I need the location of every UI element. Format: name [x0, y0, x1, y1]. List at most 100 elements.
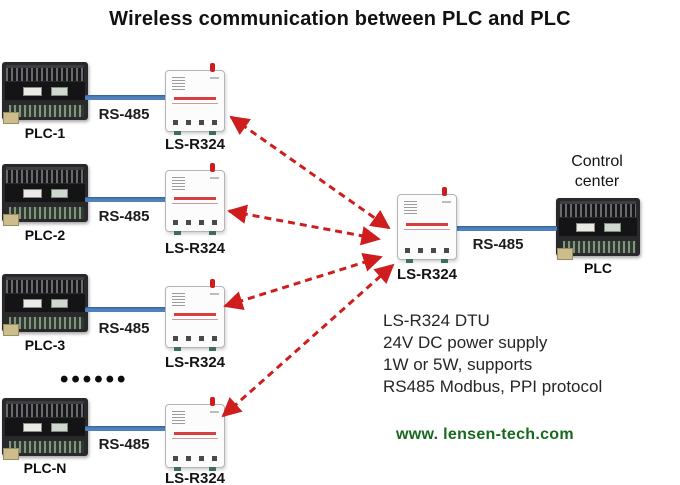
plc-terminal-row — [9, 105, 84, 117]
plc-terminal-row — [6, 167, 84, 183]
rs485-label-center: RS-485 — [472, 236, 524, 253]
info-line-power: 24V DC power supply — [383, 333, 548, 352]
plc-port-panel — [5, 184, 85, 202]
ant-marking — [210, 293, 219, 295]
terminal-ports — [173, 220, 217, 225]
antenna-icon — [210, 163, 215, 172]
plc-device-graphic — [2, 274, 88, 336]
node-row-2: PLC-2 RS-485 LS-R324 — [0, 163, 250, 264]
continuation-dots: •••••• — [60, 366, 129, 393]
device-print — [174, 97, 216, 101]
control-center-caption: Control center — [571, 153, 623, 190]
plc-terminal-row — [6, 401, 84, 417]
website-link[interactable]: www. lensen-tech.com — [396, 426, 574, 443]
node-row-3: PLC-3 RS-485 LS-R324 — [0, 274, 250, 374]
device-print — [172, 319, 218, 321]
plc-label: PLC-N — [23, 460, 67, 476]
plc-device-graphic — [2, 62, 88, 124]
led-panel — [404, 201, 417, 216]
info-line-model: LS-R324 DTU — [383, 311, 490, 330]
device-foot — [209, 231, 216, 235]
device-foot — [209, 467, 216, 471]
wireless-link-arrow-1 — [229, 115, 391, 230]
wireless-link-arrow-2 — [227, 204, 381, 246]
device-foot — [174, 467, 181, 471]
rs485-bus-line — [85, 307, 167, 312]
plc-terminal-row — [6, 65, 84, 81]
diagram-title: Wireless communication between PLC and P… — [109, 8, 571, 30]
device-foot — [174, 347, 181, 351]
plc-port-panel — [5, 418, 85, 436]
central-dtu-label: LS-R324 — [396, 266, 458, 283]
terminal-ports — [173, 336, 217, 341]
antenna-icon — [210, 63, 215, 72]
rs485-bus-line — [85, 426, 167, 431]
node-row-4: PLC-N RS-485 LS-R324 — [0, 397, 250, 485]
plc-label: PLC-2 — [24, 227, 66, 243]
info-line-wattage: 1W or 5W, supports — [383, 355, 533, 374]
terminal-ports — [173, 120, 217, 125]
terminal-ports — [405, 248, 449, 253]
device-print — [406, 223, 448, 227]
led-panel — [172, 177, 185, 192]
plc-mount-tab — [3, 112, 19, 124]
central-dtu-device-graphic — [397, 187, 457, 263]
rs485-bus-line — [85, 197, 167, 202]
device-foot — [406, 259, 413, 263]
antenna-icon — [210, 397, 215, 406]
dtu-device-graphic — [165, 279, 225, 351]
antenna-icon — [210, 279, 215, 288]
plc-mount-tab — [3, 448, 19, 460]
plc-terminal-row — [6, 277, 84, 293]
plc-terminal-row — [9, 441, 84, 453]
dtu-label: LS-R324 — [164, 136, 226, 153]
device-foot — [209, 131, 216, 135]
rs485-label: RS-485 — [98, 208, 150, 225]
plc-label: PLC-3 — [24, 337, 66, 353]
rs485-bus-line-center — [455, 226, 557, 231]
control-center-plc-graphic — [556, 198, 640, 260]
node-row-1: PLC-1 RS-485 LS-R324 — [0, 62, 250, 162]
plc-device-graphic — [2, 164, 88, 226]
device-print — [174, 197, 216, 201]
dtu-device-graphic — [165, 63, 225, 135]
dtu-label: LS-R324 — [164, 354, 226, 371]
device-foot — [174, 231, 181, 235]
ant-marking — [442, 201, 451, 203]
antenna-icon — [442, 187, 447, 196]
led-panel — [172, 77, 185, 92]
dtu-device-graphic — [165, 397, 225, 471]
plc-port-panel — [5, 294, 85, 312]
plc-mount-tab — [3, 214, 19, 226]
ant-marking — [210, 77, 219, 79]
plc-terminal-row — [9, 317, 84, 329]
plc-label: PLC-1 — [24, 125, 66, 141]
plc-device-graphic — [2, 398, 88, 460]
dtu-device-graphic — [165, 163, 225, 235]
device-print — [404, 229, 450, 231]
device-print — [174, 313, 216, 317]
dtu-label: LS-R324 — [164, 470, 226, 485]
info-line-protocol: RS485 Modbus, PPI protocol — [383, 377, 603, 396]
ant-marking — [210, 411, 219, 413]
device-print — [172, 103, 218, 105]
control-center-plc-label: PLC — [584, 260, 612, 276]
plc-terminal-row — [563, 241, 636, 253]
product-info-block: LS-R324 DTU 24V DC power supply 1W or 5W… — [383, 310, 680, 398]
plc-mount-tab — [3, 324, 19, 336]
led-panel — [172, 411, 185, 426]
led-panel — [172, 293, 185, 308]
rs485-label: RS-485 — [98, 320, 150, 337]
device-foot — [209, 347, 216, 351]
rs485-bus-line — [85, 95, 167, 100]
device-foot — [441, 259, 448, 263]
rs485-label: RS-485 — [98, 106, 150, 123]
plc-terminal-row — [9, 207, 84, 219]
ant-marking — [210, 177, 219, 179]
plc-mount-tab — [557, 248, 573, 260]
rs485-label: RS-485 — [98, 436, 150, 453]
terminal-ports — [173, 456, 217, 461]
device-print — [174, 432, 216, 436]
device-print — [172, 438, 218, 440]
plc-port-panel — [559, 218, 637, 236]
